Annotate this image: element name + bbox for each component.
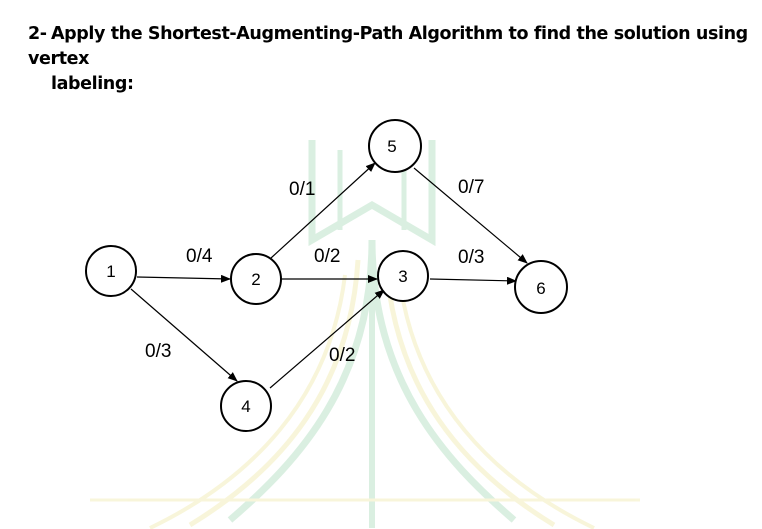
node-label-2: 2	[251, 270, 260, 289]
edge-4-3	[269, 289, 385, 389]
question-line-2: labeling:	[51, 74, 134, 94]
question-number: 2-	[28, 24, 47, 44]
edge-1-2	[136, 274, 231, 283]
edge-label-3-6: 0/3	[458, 247, 484, 268]
edge-label-5-6: 0/7	[458, 177, 484, 198]
edge-label-1-4: 0/3	[145, 341, 171, 362]
edge-1-4	[130, 288, 238, 382]
edge-5-6	[413, 167, 528, 264]
node-5: 5	[368, 119, 422, 173]
node-label-3: 3	[398, 267, 407, 286]
node-2: 2	[230, 253, 282, 305]
node-label-4: 4	[241, 397, 250, 416]
question-line-1: Apply the Shortest-Augmenting-Path Algor…	[28, 24, 748, 69]
edge-label-2-5: 0/1	[289, 179, 315, 200]
node-label-5: 5	[387, 137, 396, 156]
node-6: 6	[514, 260, 568, 314]
node-label-1: 1	[106, 262, 115, 281]
edge-2-5	[270, 162, 376, 259]
node-3: 3	[377, 250, 429, 302]
question-text: 2-Apply the Shortest-Augmenting-Path Alg…	[28, 22, 748, 97]
watermark-logo	[90, 140, 640, 529]
edge-label-2-3: 0/2	[314, 246, 340, 267]
node-label-6: 6	[536, 279, 545, 298]
edge-3-6	[429, 276, 517, 285]
edge-label-1-2: 0/4	[186, 246, 213, 267]
edge-label-4-3: 0/2	[329, 345, 355, 366]
node-1: 1	[85, 245, 137, 297]
node-4: 4	[220, 380, 272, 432]
